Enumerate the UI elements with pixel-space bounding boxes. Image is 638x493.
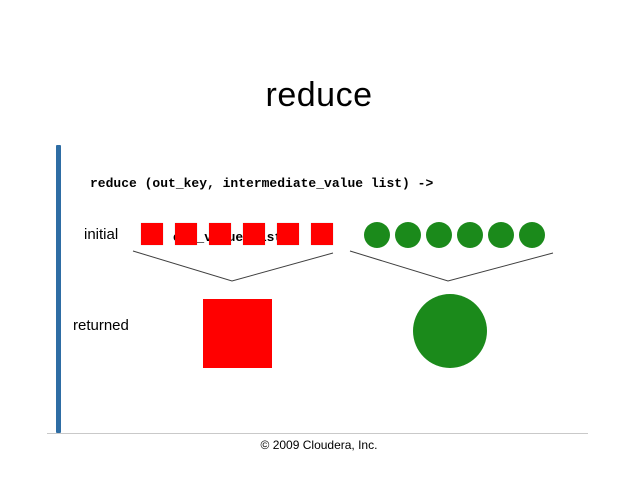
- accent-bar: [56, 145, 61, 433]
- initial-label: initial: [84, 226, 119, 243]
- returned-circle: [413, 294, 487, 368]
- initial-circle: [488, 222, 514, 248]
- initial-square: [209, 223, 231, 245]
- initial-squares-row: [141, 223, 333, 245]
- slide-title: reduce: [265, 76, 373, 114]
- initial-circle: [364, 222, 390, 248]
- initial-square: [311, 223, 333, 245]
- code-line-1: reduce (out_key, intermediate_value list…: [90, 176, 434, 191]
- initial-square: [277, 223, 299, 245]
- initial-square: [141, 223, 163, 245]
- code-block: reduce (out_key, intermediate_value list…: [90, 139, 433, 283]
- initial-circle: [426, 222, 452, 248]
- initial-square: [175, 223, 197, 245]
- returned-square: [203, 299, 272, 368]
- initial-circles-row: [364, 222, 545, 248]
- initial-circle: [395, 222, 421, 248]
- returned-label: returned: [73, 317, 129, 334]
- initial-square: [243, 223, 265, 245]
- initial-circle: [457, 222, 483, 248]
- footer-copyright: © 2009 Cloudera, Inc.: [260, 438, 378, 452]
- initial-circle: [519, 222, 545, 248]
- footer-divider: [47, 433, 588, 434]
